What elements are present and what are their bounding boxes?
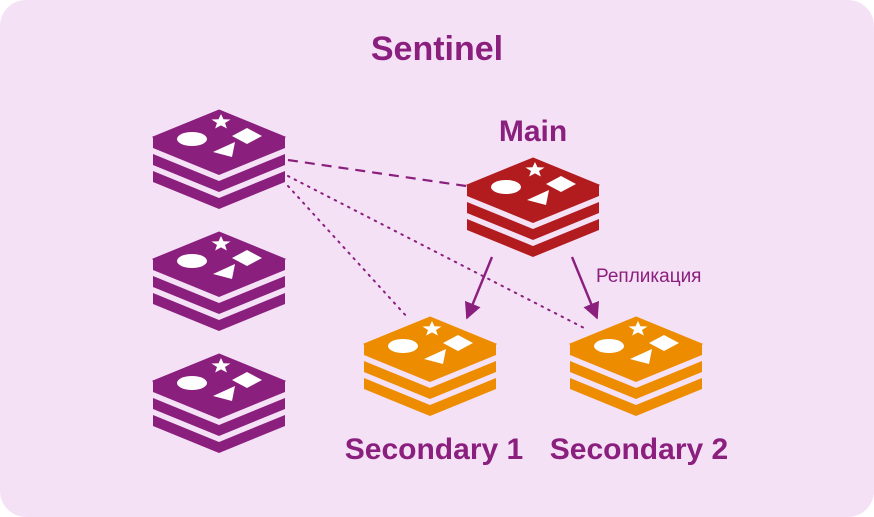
sentinel-2-redis-stack-icon (151, 231, 287, 331)
sentinel-3-redis-stack-icon (151, 353, 287, 453)
secondary-2-redis-stack-icon (568, 316, 704, 416)
main-redis-stack-icon (465, 157, 601, 257)
replication-arrow-2 (570, 256, 600, 320)
sentinel-secondary1-dotted-line (287, 185, 409, 319)
secondary-1-label: Secondary 1 (345, 433, 523, 466)
main-node-label: Main (499, 115, 567, 148)
secondary-2-label: Secondary 2 (550, 433, 728, 466)
diagram-title: Sentinel (371, 30, 503, 68)
secondary-1-redis-stack-icon (362, 316, 498, 416)
replication-arrow-1 (464, 256, 494, 320)
sentinel-main-dashed-line (287, 158, 467, 188)
connections (287, 158, 600, 331)
sentinel-1-redis-stack-icon (151, 109, 287, 209)
replication-label: Репликация (596, 266, 701, 287)
